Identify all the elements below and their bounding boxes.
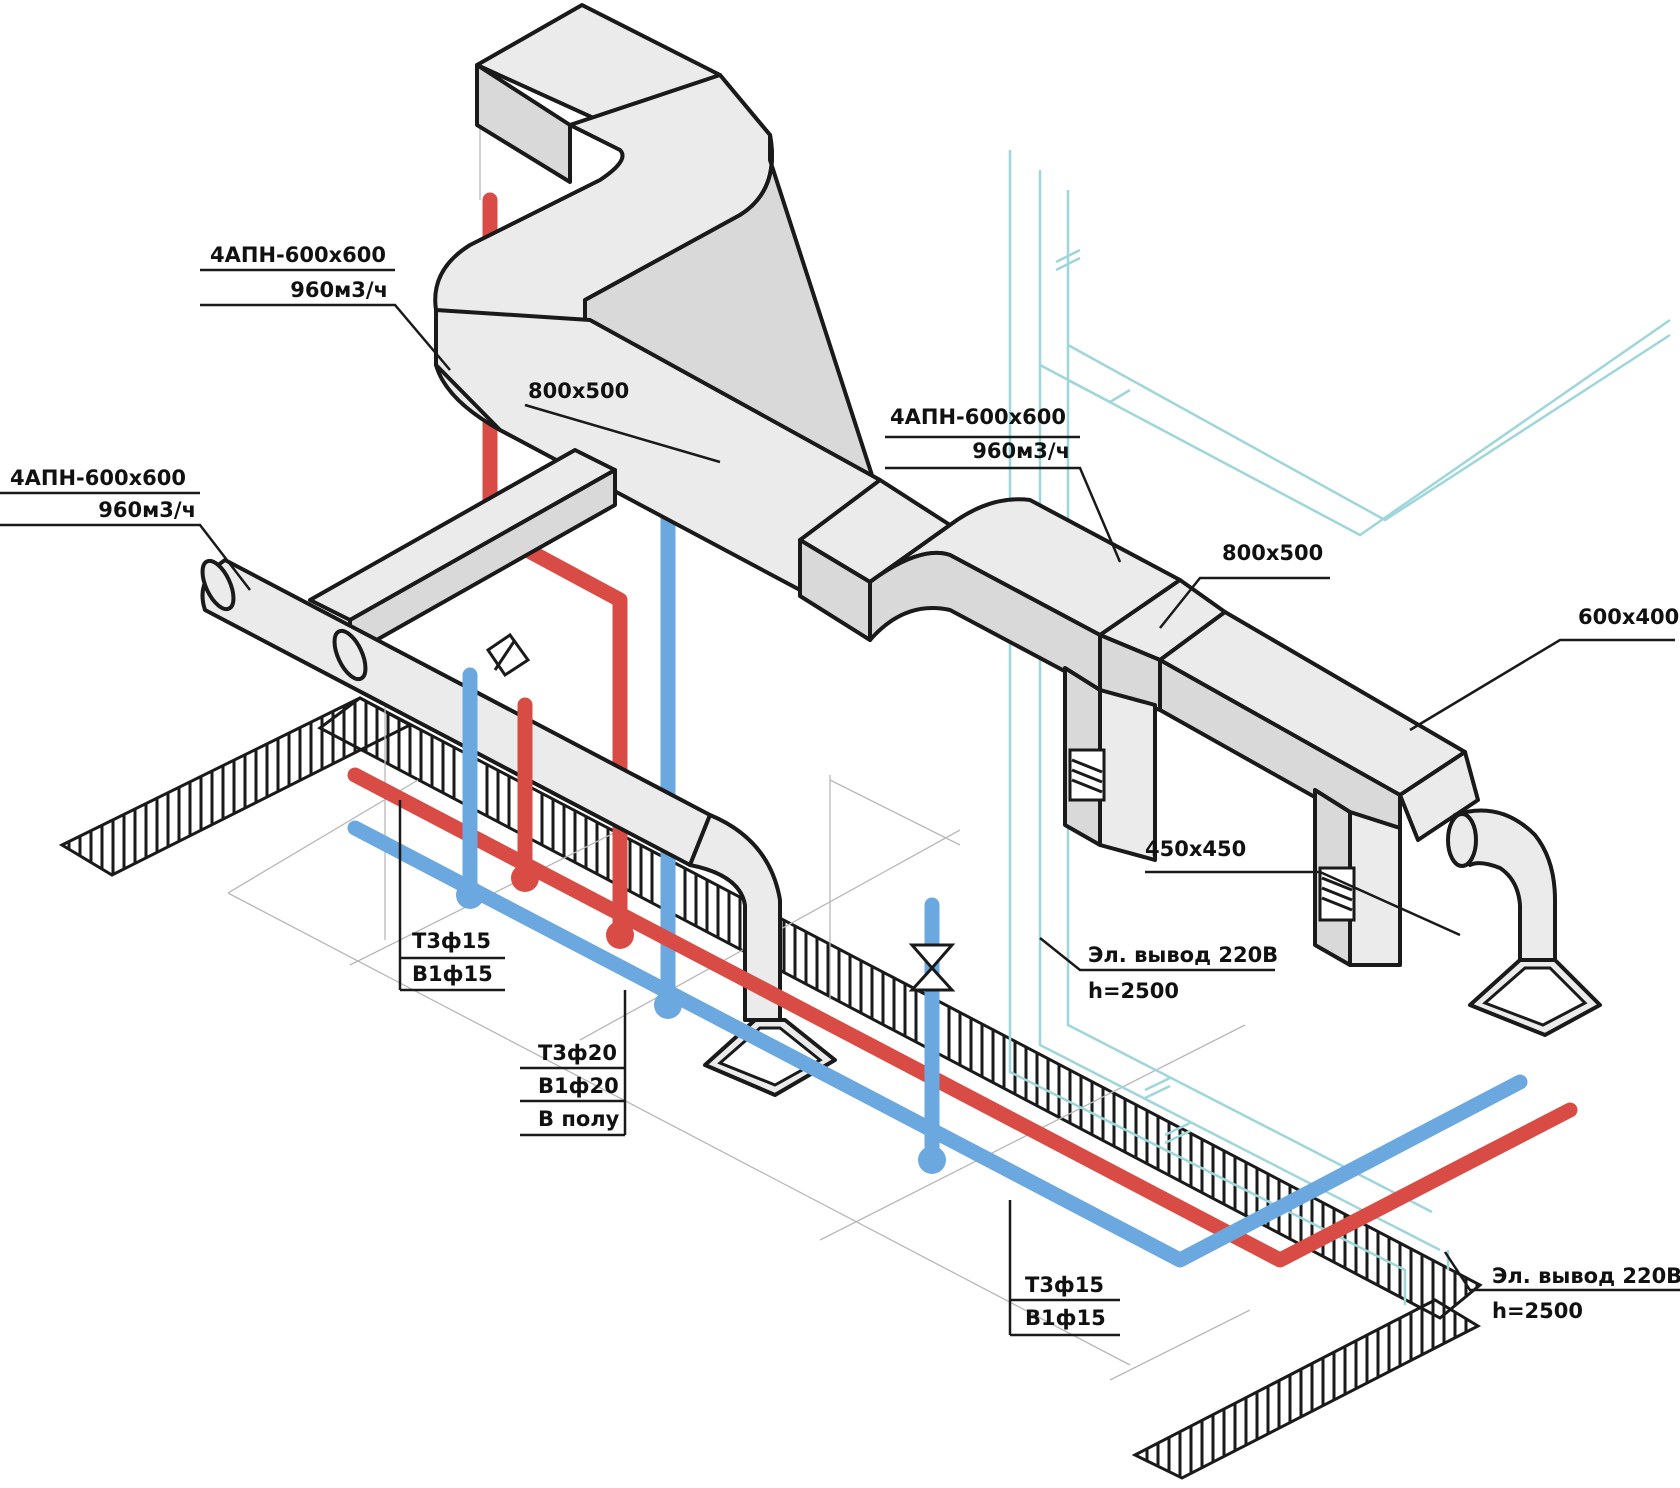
pipe-center-hot: Т3ф20 [538,1041,617,1065]
wall-right-stub [1131,1298,1482,1480]
pipe-left-hot: Т3ф15 [412,929,491,953]
branch-duct [200,448,837,1097]
labels: 4АПН-600х600 960м3/ч 4АПН-600х600 960м3/… [10,243,1680,1330]
pipe-center-cold: В1ф20 [538,1074,619,1098]
pipe-center-note: В полу [538,1107,620,1131]
grille-2 [1318,866,1356,922]
branch-round [200,558,712,867]
round-duct-end-ring [1446,812,1478,868]
electric-2-height: h=2500 [1492,1299,1583,1323]
diffuser-top-model: 4АПН-600х600 [210,243,386,267]
hot-main-pipe [347,767,1578,1268]
electric-run-5 [1067,333,1671,522]
electric-run-4 [1039,318,1671,537]
duct-right-size: 800х500 [1222,541,1323,565]
electric-1-title: Эл. вывод 220В [1088,943,1278,967]
diffuser-left-model: 4АПН-600х600 [10,466,186,490]
duct-end-size: 600х400 [1578,605,1679,629]
branch-collar [332,628,368,682]
branch-rect-top [308,448,617,622]
floor-pipes [347,667,1578,1268]
pipe-left-cold: В1ф15 [412,962,493,986]
grille-1 [1068,748,1106,802]
duct-intake-front [475,63,572,184]
diffuser-mid-model: 4АПН-600х600 [890,405,1066,429]
round-duct-end [1453,808,1557,962]
pipe-right-hot: Т3ф15 [1025,1273,1104,1297]
diffuser-left-flow: 960м3/ч [98,498,196,522]
diffuser-mid-flow: 960м3/ч [972,439,1070,463]
main-duct [433,3,1602,1037]
drop-box-1-front [1098,688,1157,862]
pipe-right-cold: В1ф15 [1025,1306,1106,1330]
electric-run-2 [1038,170,1441,1252]
dimension-lines [227,125,1251,1381]
electric-2-title: Эл. вывод 220В [1492,1264,1680,1288]
duct-main-size: 800х500 [528,379,629,403]
electric-run-6 [1067,378,1131,404]
duct-drop-size: 450х450 [1145,837,1246,861]
cold-main-pipe [347,820,1528,1268]
leader-lines [0,268,1680,1337]
branch-round-end [200,558,236,612]
diffuser-right-inner [1482,966,1588,1027]
diffuser-top-flow: 960м3/ч [290,278,388,302]
valve-icon-check [485,632,531,678]
valve-icon-shutoff [908,943,956,992]
electric-1-height: h=2500 [1088,979,1179,1003]
duct-reducer [1398,750,1480,842]
